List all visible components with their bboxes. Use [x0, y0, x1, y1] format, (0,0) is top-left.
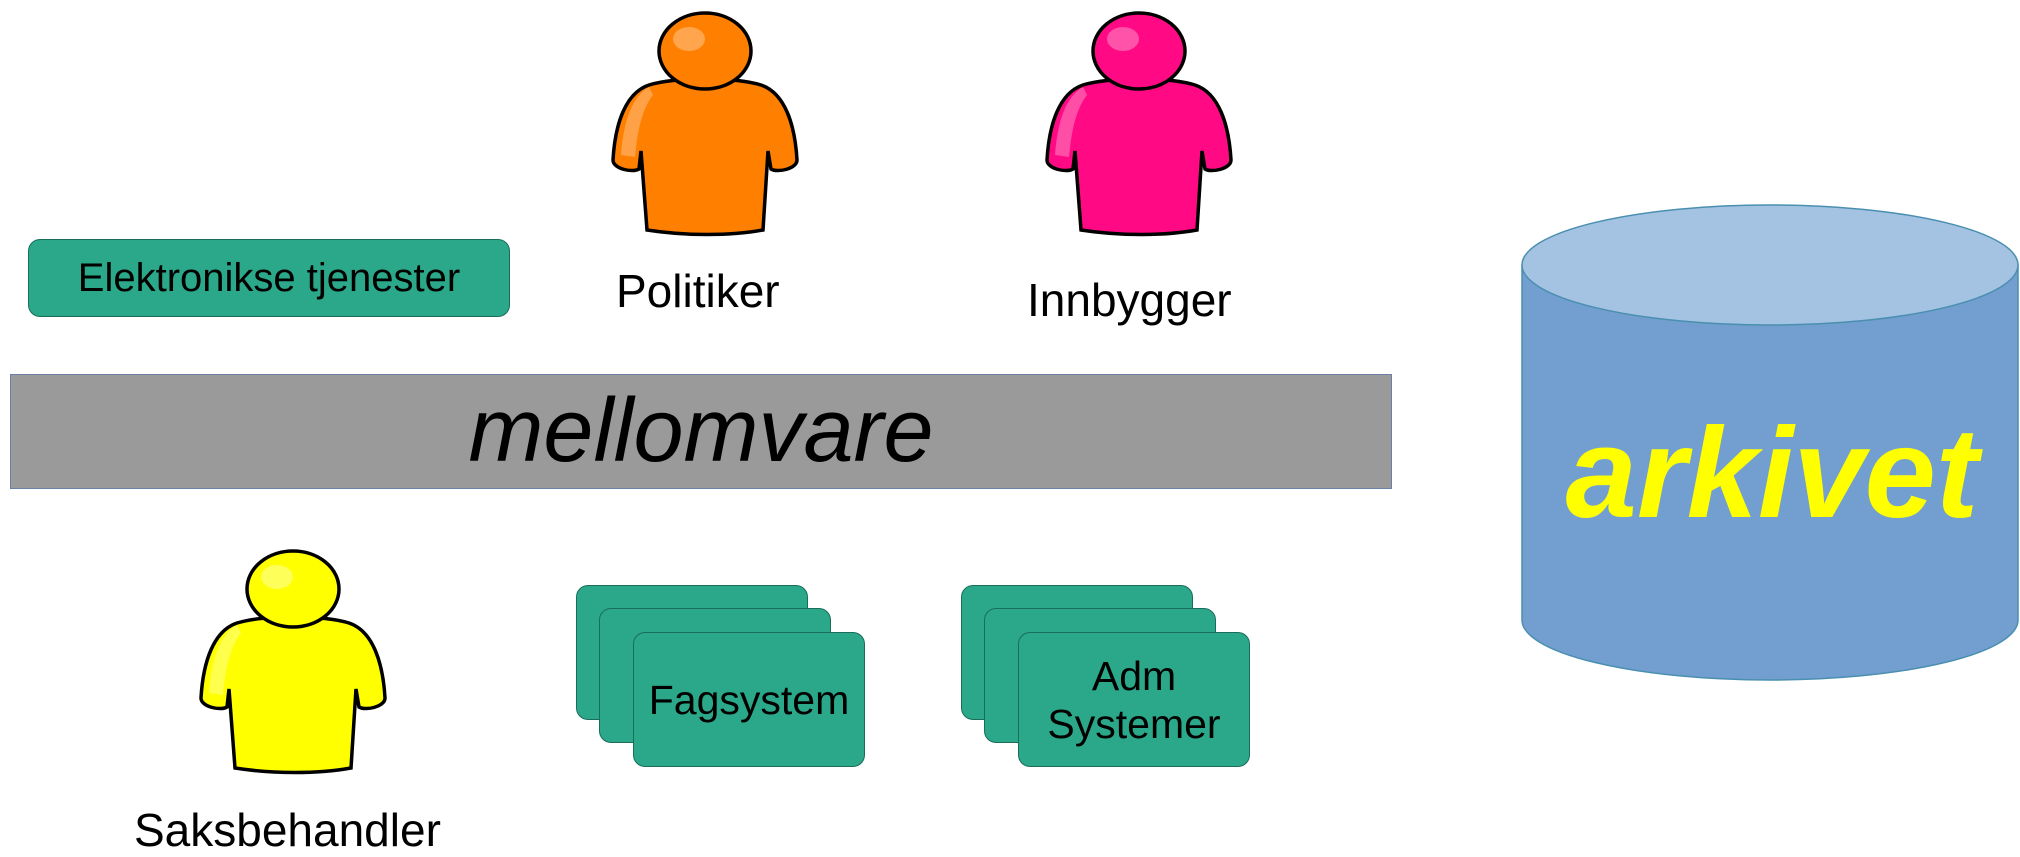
- politiker-label: Politiker: [616, 265, 780, 317]
- electronic-services-box: Elektronikse tjenester: [28, 239, 510, 317]
- politiker-person-icon: [611, 11, 799, 237]
- adm-systemer-label: Adm Systemer: [1018, 632, 1250, 767]
- adm-systemer-box-front: [1018, 632, 1250, 767]
- middleware-label: mellomvare: [468, 381, 934, 481]
- fagsystem-label: Fagsystem: [648, 676, 850, 723]
- electronic-services-label: Elektronikse tjenester: [77, 255, 461, 300]
- adm-systemer-line2: Systemer: [1047, 700, 1221, 747]
- saksbehandler-label: Saksbehandler: [134, 804, 441, 856]
- middleware-bar: mellomvare: [10, 374, 1392, 489]
- innbygger-person-icon: [1045, 11, 1233, 237]
- innbygger-label: Innbygger: [1027, 274, 1232, 326]
- archive-label: arkivet: [1565, 402, 1979, 545]
- archive-cylinder: [1521, 204, 2019, 681]
- fagsystem-box-front: [633, 632, 865, 767]
- adm-systemer-line1: Adm: [1091, 652, 1177, 699]
- saksbehandler-person-icon: [199, 549, 387, 775]
